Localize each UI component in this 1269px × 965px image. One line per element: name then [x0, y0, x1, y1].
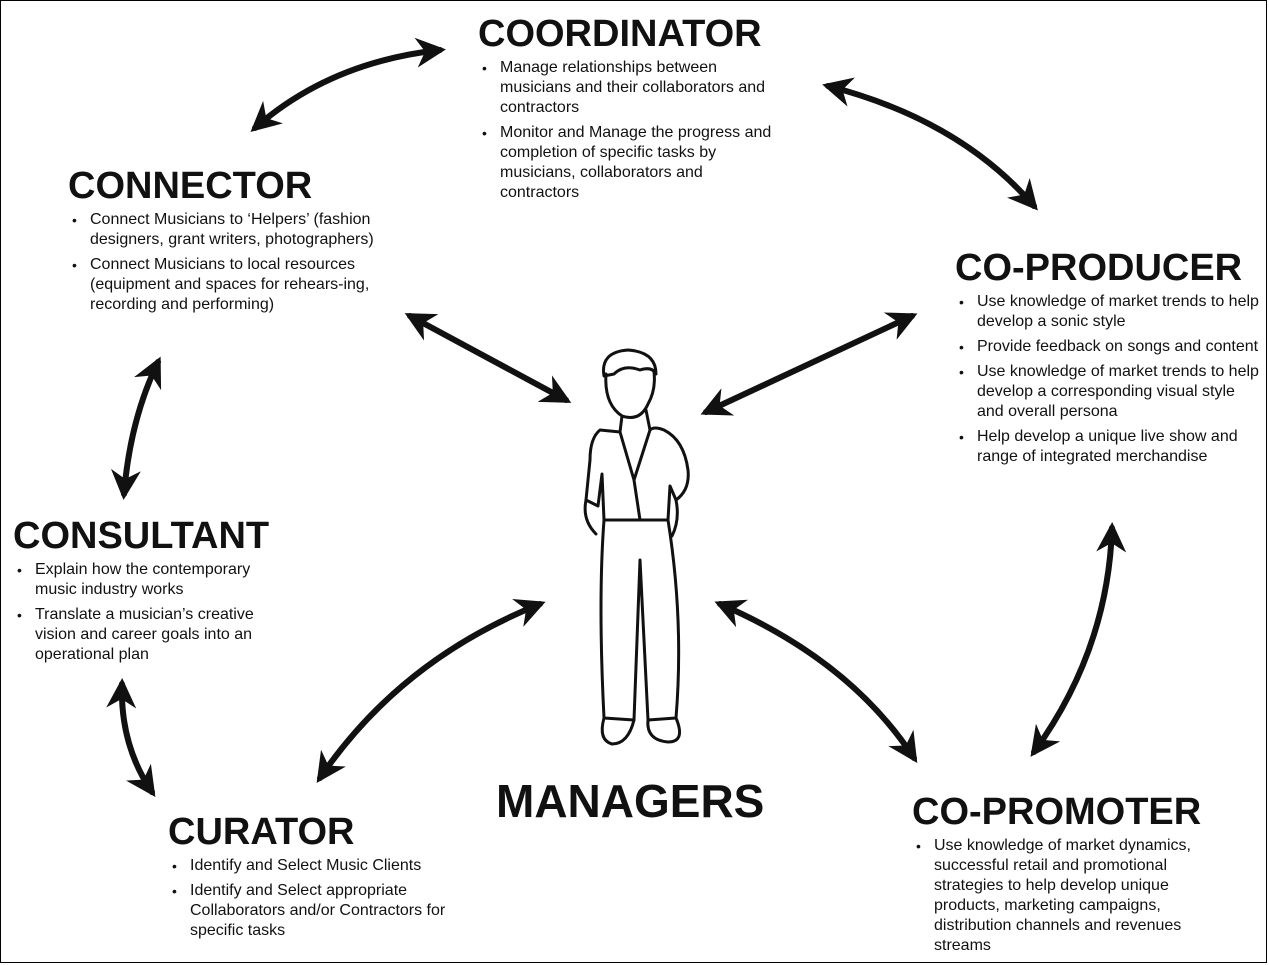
- bullet-item: Connect Musicians to ‘Helpers’ (fashion …: [72, 210, 388, 250]
- bullet-item: Manage relationships between musicians a…: [482, 58, 778, 118]
- role-title: CONNECTOR: [68, 165, 313, 207]
- role-coproducer: CO-PRODUCER Use knowledge of market tren…: [955, 248, 1260, 472]
- arrow-consultant-curator: [106, 678, 156, 797]
- arrow-curator-managers: [316, 598, 546, 783]
- arrow-coproducer-copromoter: [1030, 522, 1127, 757]
- role-connector: CONNECTOR Connect Musicians to ‘Helpers’…: [68, 166, 388, 320]
- role-consultant: CONSULTANT Explain how the contemporary …: [13, 516, 283, 670]
- bullet-item: Monitor and Manage the progress and comp…: [482, 123, 778, 203]
- person-standing-icon: [583, 348, 690, 746]
- role-bullets: Manage relationships between musicians a…: [478, 58, 778, 203]
- arrow-connector-coordinator: [250, 37, 446, 132]
- role-title: CONSULTANT: [13, 515, 270, 557]
- bullet-item: Use knowledge of market trends to help d…: [959, 292, 1260, 332]
- role-bullets: Identify and Select Music Clients Identi…: [168, 856, 468, 941]
- center-label: MANAGERS: [496, 775, 765, 827]
- arrow-connector-consultant: [110, 356, 162, 500]
- bullet-item: Identify and Select appropriate Collabor…: [172, 881, 468, 941]
- role-bullets: Use knowledge of market dynamics, succes…: [912, 836, 1222, 956]
- arrow-coordinator-coproducer: [822, 77, 1038, 211]
- bullet-item: Use knowledge of market trends to help d…: [959, 362, 1260, 422]
- role-bullets: Connect Musicians to ‘Helpers’ (fashion …: [68, 210, 388, 315]
- bullet-item: Connect Musicians to local resources (eq…: [72, 255, 388, 315]
- arrow-coproducer-managers: [700, 312, 918, 416]
- role-curator: CURATOR Identify and Select Music Client…: [168, 812, 468, 946]
- role-title: COORDINATOR: [478, 13, 762, 55]
- bullet-item: Help develop a unique live show and rang…: [959, 427, 1260, 467]
- role-copromoter: CO-PROMOTER Use knowledge of market dyna…: [912, 792, 1222, 961]
- role-title: CO-PROMOTER: [912, 791, 1202, 833]
- bullet-item: Use knowledge of market dynamics, succes…: [916, 836, 1222, 956]
- bullet-item: Provide feedback on songs and content: [959, 337, 1260, 357]
- role-title: CURATOR: [168, 811, 355, 853]
- arrow-copromoter-managers: [714, 599, 918, 764]
- role-bullets: Explain how the contemporary music indus…: [13, 560, 283, 665]
- bullet-item: Identify and Select Music Clients: [172, 856, 468, 876]
- role-coordinator: COORDINATOR Manage relationships between…: [478, 14, 778, 208]
- bullet-item: Explain how the contemporary music indus…: [17, 560, 283, 600]
- arrow-connector-managers: [404, 313, 572, 403]
- role-title: CO-PRODUCER: [955, 247, 1243, 289]
- role-bullets: Use knowledge of market trends to help d…: [955, 292, 1260, 467]
- bullet-item: Translate a musician’s creative vision a…: [17, 605, 283, 665]
